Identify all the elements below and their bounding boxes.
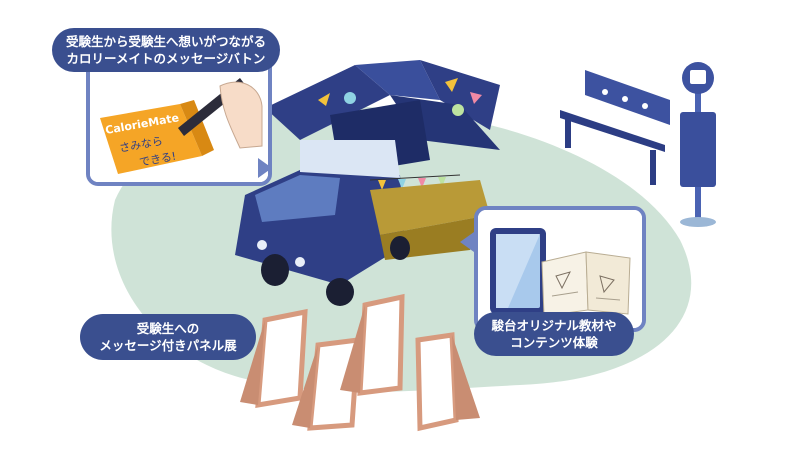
callout-pointer-textbook	[460, 232, 474, 252]
textbook-image	[474, 206, 646, 332]
callout-line: 受験生から受験生へ想いがつながる	[66, 34, 267, 49]
callout-label-message-baton: 受験生から受験生へ想いがつながる カロリーメイトのメッセージバトン	[52, 28, 280, 72]
callout-label-panels: 受験生への メッセージ付きパネル展	[80, 314, 256, 360]
hand-with-pen-icon	[178, 78, 263, 149]
bus-stop-sign	[680, 62, 716, 227]
book-icon	[541, 251, 631, 317]
callout-line: コンテンツ体験	[510, 335, 598, 350]
callout-line: メッセージ付きパネル展	[99, 338, 237, 353]
callout-label-textbook: 駿台オリジナル教材や コンテンツ体験	[474, 312, 634, 356]
caloriemate-box-drawing: CalorieMate さみなら できる!	[90, 56, 268, 182]
callout-line: カロリーメイトのメッセージバトン	[66, 51, 266, 66]
truck-illustration	[235, 60, 500, 306]
bench-illustration	[560, 70, 670, 185]
tablet-icon	[490, 228, 546, 314]
callout-line: 受験生への	[136, 321, 200, 336]
callout-line: 駿台オリジナル教材や	[491, 318, 617, 333]
panel-display-illustration	[240, 293, 480, 432]
message-baton-image: CalorieMate さみなら できる!	[86, 52, 272, 186]
handwriting-line-2: できる!	[138, 150, 177, 169]
tablet-textbook-drawing	[478, 210, 642, 328]
callout-pointer-baton	[258, 158, 272, 178]
